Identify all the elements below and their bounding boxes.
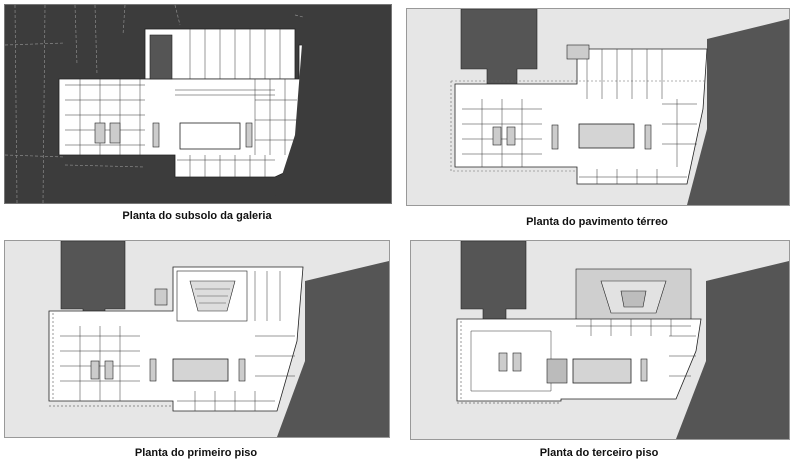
plan-primeiro-panel xyxy=(4,240,390,438)
plan-subsolo-panel xyxy=(4,4,392,204)
plan-terreo-panel xyxy=(406,8,790,206)
plan-terreo-caption: Planta do pavimento térreo xyxy=(526,216,668,228)
plan-subsolo-drawing xyxy=(5,5,391,203)
plan-primeiro-drawing xyxy=(5,241,389,437)
plan-terceiro-caption: Planta do terceiro piso xyxy=(539,447,659,459)
plan-terceiro-panel xyxy=(410,240,790,440)
plan-terreo-drawing xyxy=(407,9,789,205)
plan-terceiro-drawing xyxy=(411,241,789,439)
plan-subsolo-caption: Planta do subsolo da galeria xyxy=(122,210,272,222)
plan-primeiro-caption: Planta do primeiro piso xyxy=(134,447,258,459)
